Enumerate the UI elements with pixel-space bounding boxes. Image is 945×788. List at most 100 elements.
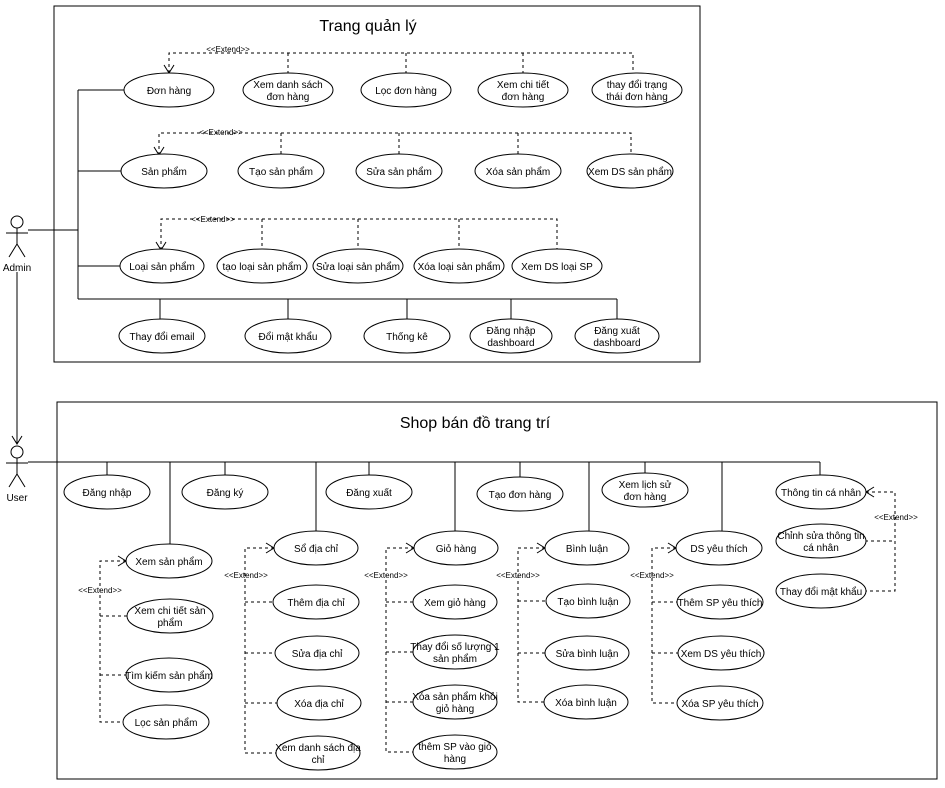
use-case-dang-xuat[interactable]: Đăng xuất <box>325 474 413 510</box>
system-title-admin: Trang quản lý <box>319 18 416 35</box>
svg-text:Sửa sản phẩm: Sửa sản phẩm <box>366 166 432 178</box>
svg-text:Xóa địa chỉ: Xóa địa chỉ <box>294 698 344 710</box>
extend-san-pham-top-line <box>158 132 632 155</box>
use-case-xoa-san-pham[interactable]: Xóa sản phẩm <box>474 153 562 189</box>
extend-gio-hang-line <box>385 547 414 753</box>
use-case-xem-san-pham[interactable]: Xem sản phẩm <box>125 543 213 579</box>
use-case-ds-yeu-thich[interactable]: DS yêu thích <box>675 530 763 566</box>
use-case-tao-san-pham[interactable]: Tạo sản phẩm <box>237 153 325 189</box>
actor-label-user: User <box>6 493 28 504</box>
extend-label: <<Extend>> <box>191 215 235 224</box>
svg-text:Thêm SP yêu thích: Thêm SP yêu thích <box>678 598 763 609</box>
svg-text:thái đơn hàng: thái đơn hàng <box>606 92 668 103</box>
use-case-doi-mat-khau-user[interactable]: Thay đổi mật khẩu <box>775 573 867 609</box>
use-case-xoa-sp-yeu-thich[interactable]: Xóa SP yêu thích <box>676 685 764 721</box>
use-case-so-dia-chi[interactable]: Sổ địa chỉ <box>273 530 359 566</box>
extend-label: <<Extend>> <box>874 513 918 522</box>
use-case-xem-ds-yeu-thich[interactable]: Xem DS yêu thích <box>677 635 765 671</box>
svg-text:Chỉnh sửa thông tin: Chỉnh sửa thông tin <box>777 530 864 542</box>
system-boundary-shop <box>56 401 938 780</box>
svg-text:Sửa bình luận: Sửa bình luận <box>556 648 619 660</box>
user-right-leg-line <box>16 473 26 488</box>
actor-admin[interactable]: Admin <box>3 215 31 274</box>
use-case-doi-email[interactable]: Thay đổi email <box>118 318 206 354</box>
use-case-them-dia-chi[interactable]: Thêm địa chỉ <box>272 584 360 620</box>
use-case-tao-loai-sp[interactable]: tạo loại sản phẩm <box>216 248 308 284</box>
svg-text:Tìm kiếm sản phẩm: Tìm kiếm sản phẩm <box>125 670 213 682</box>
admin-head-icon <box>10 215 24 229</box>
use-case-sua-san-pham[interactable]: Sửa sản phẩm <box>355 153 443 189</box>
extend-label: <<Extend>> <box>206 45 250 54</box>
svg-text:Thông tin cá nhân: Thông tin cá nhân <box>781 488 861 499</box>
extend-thong-tin-line <box>865 491 896 592</box>
use-case-binh-luan[interactable]: Bình luận <box>544 530 630 566</box>
use-case-thong-ke[interactable]: Thống kê <box>363 318 451 354</box>
svg-text:giỏ hàng: giỏ hàng <box>436 703 474 715</box>
use-case-xoa-binh-luan[interactable]: Xóa bình luận <box>543 684 629 720</box>
svg-text:sản phẩm: sản phẩm <box>433 653 477 665</box>
use-case-loai-san-pham[interactable]: Loại sản phẩm <box>119 248 205 284</box>
use-case-them-sp-yeu-thich[interactable]: Thêm SP yêu thích <box>676 584 764 620</box>
use-case-loc-don-hang[interactable]: Lọc đơn hàng <box>360 72 452 108</box>
svg-text:Loại sản phẩm: Loại sản phẩm <box>129 261 195 273</box>
svg-text:Lọc sản phẩm: Lọc sản phẩm <box>135 717 198 729</box>
svg-text:hàng: hàng <box>444 754 466 765</box>
use-case-san-pham[interactable]: Sản phẩm <box>120 153 208 189</box>
system-admin: Trang quản lý <box>53 5 701 363</box>
svg-text:tạo loại sản phẩm: tạo loại sản phẩm <box>223 261 302 273</box>
use-case-tao-don-hang[interactable]: Tạo đơn hàng <box>476 476 564 512</box>
svg-text:Sửa loại sản phẩm: Sửa loại sản phẩm <box>316 261 400 273</box>
use-case-dang-ky[interactable]: Đăng ký <box>181 474 269 510</box>
use-case-dang-nhap[interactable]: Đăng nhập <box>63 474 151 510</box>
use-case-xem-ds-san-pham[interactable]: Xem DS sản phẩm <box>586 153 674 189</box>
use-case-sua-dia-chi[interactable]: Sửa địa chỉ <box>274 635 360 671</box>
use-case-loc-san-pham[interactable]: Lọc sản phẩm <box>122 704 210 740</box>
extend-xem-sp-line <box>99 560 126 723</box>
svg-text:Xem lịch sử: Xem lịch sử <box>619 479 672 491</box>
svg-text:Thay đổi email: Thay đổi email <box>129 331 194 343</box>
user-head-icon <box>10 445 24 459</box>
user-left-leg-line <box>8 473 18 488</box>
use-case-thong-tin-ca-nhan[interactable]: Thông tin cá nhân <box>775 474 867 510</box>
extend-don-hang-top-line <box>168 52 634 74</box>
system-title-shop: Shop bán đồ trang trí <box>400 415 551 432</box>
actor-label-admin: Admin <box>3 263 31 274</box>
use-case-xem-ds-loai-sp[interactable]: Xem DS loại SP <box>511 248 603 284</box>
use-case-gio-hang[interactable]: Giỏ hàng <box>413 530 499 566</box>
svg-text:thêm SP vào giỏ: thêm SP vào giỏ <box>418 741 492 753</box>
use-case-xoa-dia-chi[interactable]: Xóa địa chỉ <box>276 685 362 721</box>
svg-text:Bình luận: Bình luận <box>566 544 608 555</box>
extend-loai-sp-top-line <box>160 218 558 250</box>
svg-text:dashboard: dashboard <box>487 338 534 349</box>
use-case-don-hang[interactable]: Đơn hàng <box>123 72 215 108</box>
actor-user[interactable]: User <box>6 445 28 504</box>
svg-text:đơn hàng: đơn hàng <box>624 492 667 503</box>
svg-text:Đơn hàng: Đơn hàng <box>147 86 191 97</box>
use-case-xem-gio-hang[interactable]: Xem giỏ hàng <box>412 584 498 620</box>
use-case-sua-loai-sp[interactable]: Sửa loại sản phẩm <box>312 248 404 284</box>
use-case-doi-mat-khau-admin[interactable]: Đổi mật khẩu <box>244 318 332 354</box>
extend-yeu-thich-line <box>651 547 677 704</box>
extend-label: <<Extend>> <box>364 571 408 580</box>
use-case-xoa-loai-sp[interactable]: Xóa loại sản phẩm <box>413 248 505 284</box>
extend-connectors <box>99 52 896 754</box>
svg-text:Xem DS sản phẩm: Xem DS sản phẩm <box>588 166 672 178</box>
use-case-tim-kiem-sp[interactable]: Tìm kiếm sản phẩm <box>125 657 213 693</box>
svg-text:Xóa bình luận: Xóa bình luận <box>555 698 617 709</box>
system-boundary-admin <box>53 5 701 363</box>
use-case-sua-binh-luan[interactable]: Sửa bình luận <box>544 635 630 671</box>
use-case-tao-binh-luan[interactable]: Tạo bình luận <box>545 583 631 619</box>
svg-text:Đăng ký: Đăng ký <box>207 488 244 499</box>
